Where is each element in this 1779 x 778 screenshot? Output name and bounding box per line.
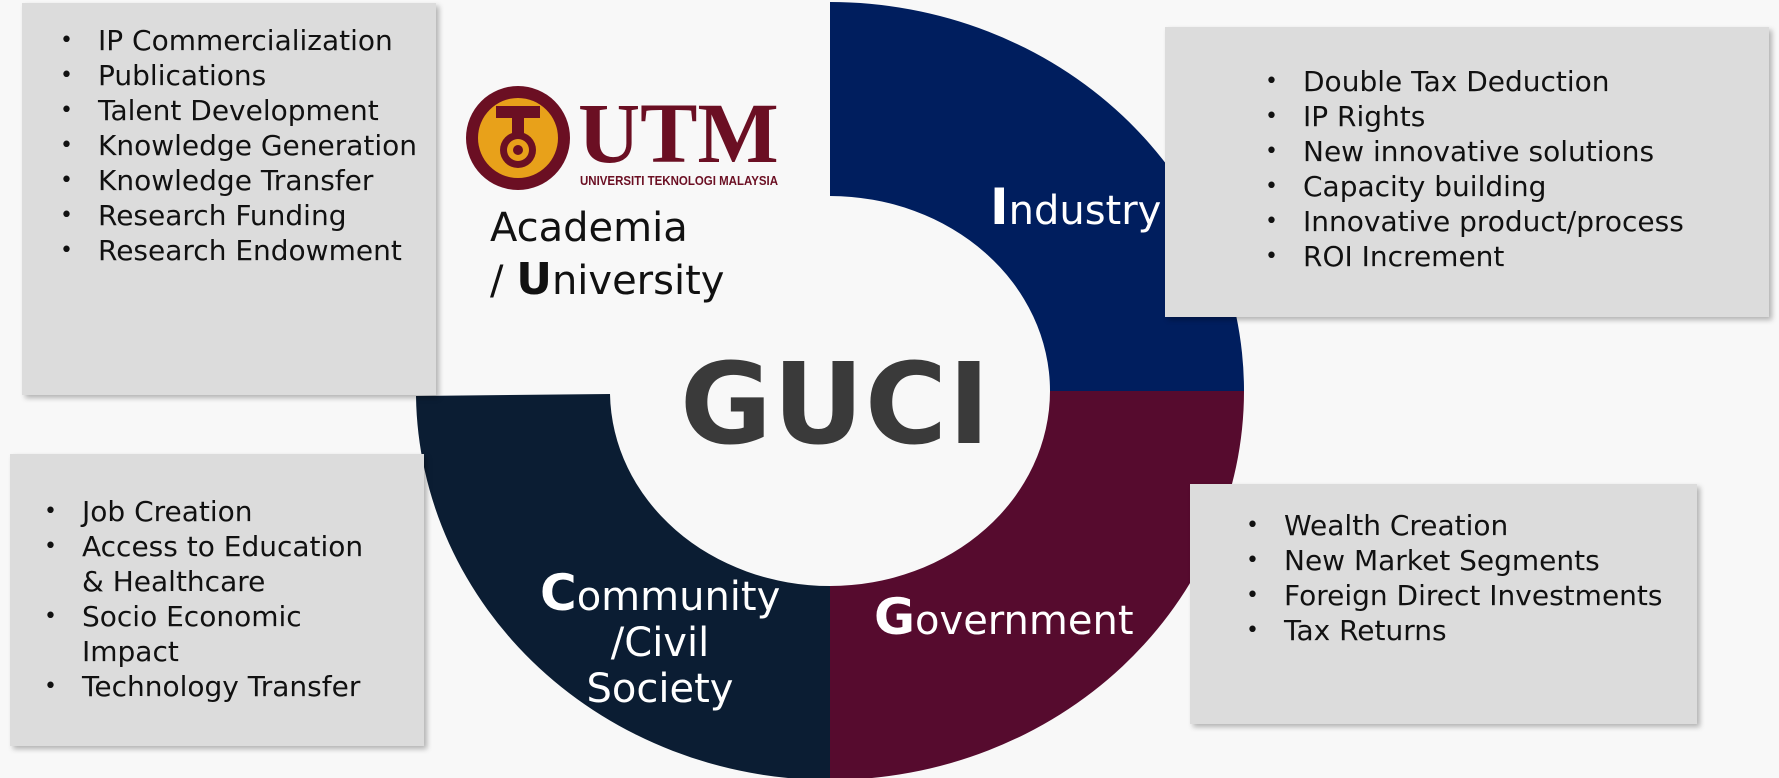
community-label-rest: ommunity (576, 574, 781, 620)
community-label-line2: /Civil (610, 620, 710, 666)
list-item: Knowledge Generation (42, 128, 417, 163)
list-item: ROI Increment (1247, 239, 1684, 274)
academia-benefits-box: IP Commercialization Publications Talent… (22, 3, 436, 395)
community-label: Community /Civil Society (540, 568, 781, 712)
list-item: Access to Education & Healthcare (26, 529, 382, 599)
industry-segment (830, 2, 1244, 391)
government-benefits-list: Wealth Creation New Market Segments Fore… (1228, 508, 1662, 648)
community-label-line1: Community (540, 568, 781, 620)
university-label-line: / University (490, 254, 724, 307)
list-item: Talent Development (42, 93, 417, 128)
industry-benefits-box: Double Tax Deduction IP Rights New innov… (1165, 27, 1769, 317)
utm-seal-icon (466, 86, 570, 190)
list-item: New innovative solutions (1247, 134, 1684, 169)
academia-label-line: Academia (490, 205, 688, 251)
community-segment (416, 394, 830, 778)
list-item: Tax Returns (1228, 613, 1662, 648)
list-item: Capacity building (1247, 169, 1684, 204)
government-benefits-box: Wealth Creation New Market Segments Fore… (1190, 484, 1697, 724)
industry-initial: I (990, 178, 1009, 236)
list-item: Innovative product/process (1247, 204, 1684, 239)
government-segment (830, 391, 1244, 778)
industry-label: Industry (990, 182, 1162, 234)
academia-benefits-list: IP Commercialization Publications Talent… (42, 23, 417, 268)
list-item: Research Endowment (42, 233, 417, 268)
utm-logo: UTM UNIVERSITI TEKNOLOGI MALAYSIA (466, 85, 779, 190)
list-item: Wealth Creation (1228, 508, 1662, 543)
list-item: Research Funding (42, 198, 417, 233)
government-label-rest: overnment (915, 598, 1134, 644)
list-item: IP Commercialization (42, 23, 417, 58)
list-item: Knowledge Transfer (42, 163, 417, 198)
list-item: Foreign Direct Investments (1228, 578, 1662, 613)
list-item: IP Rights (1247, 99, 1684, 134)
community-label-line3: Society (586, 666, 734, 712)
academia-university-label: Academia / University (490, 202, 724, 307)
industry-benefits-list: Double Tax Deduction IP Rights New innov… (1247, 64, 1684, 274)
community-benefits-list: Job Creation Access to Education & Healt… (26, 494, 382, 704)
government-initial: G (874, 588, 916, 646)
community-benefits-box: Job Creation Access to Education & Healt… (10, 454, 424, 746)
university-label-rest: niversity (551, 258, 725, 304)
list-item: Double Tax Deduction (1247, 64, 1684, 99)
utm-logo-wordmark: UTM (578, 85, 779, 181)
list-item: Job Creation (26, 494, 382, 529)
list-item: Publications (42, 58, 417, 93)
list-item: Socio Economic Impact (26, 599, 362, 669)
community-initial: C (540, 564, 577, 622)
list-item: New Market Segments (1228, 543, 1662, 578)
utm-logo-subtitle: UNIVERSITI TEKNOLOGI MALAYSIA (580, 174, 778, 188)
university-initial: U (516, 254, 552, 305)
guci-center-title: GUCI (680, 340, 991, 470)
government-label: Government (874, 592, 1134, 644)
list-item: Technology Transfer (26, 669, 382, 704)
industry-label-rest: ndustry (1008, 188, 1162, 234)
university-label-prefix: / (490, 258, 517, 304)
